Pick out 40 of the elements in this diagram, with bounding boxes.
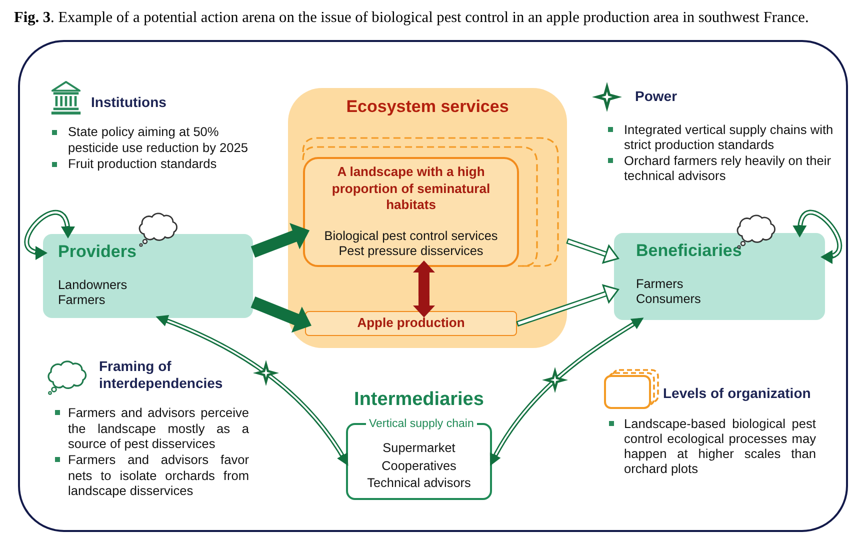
- arrow: [566, 238, 619, 264]
- node-text: Farmers: [58, 292, 106, 308]
- group-title: Ecosystem services: [346, 97, 509, 117]
- node-text: Pest pressure disservices: [338, 244, 484, 258]
- node-title: Intermediaries: [354, 388, 484, 412]
- landscape-box: [303, 157, 519, 267]
- node-title: A landscape with a high proportion of seminatural habitats: [330, 164, 492, 214]
- bullet-text: Farmers and advisors perceive the landscape mostly as a source of pest disservices: [68, 405, 249, 452]
- node-text: Supermarket: [382, 440, 456, 457]
- production-box: [305, 311, 517, 336]
- double-headed-arrow: [490, 318, 644, 466]
- node-text: Consumers: [636, 292, 701, 306]
- node-text: Biological pest control services: [324, 228, 498, 244]
- bullet-text: Fruit production standards: [68, 156, 218, 172]
- double-headed-arrow: [412, 260, 435, 318]
- note-heading: Framing of interdependencies: [99, 358, 224, 392]
- node-text: Cooperatives: [382, 458, 456, 475]
- node-title: Apple production: [357, 314, 465, 332]
- node-text: Farmers: [636, 276, 684, 292]
- actor-box: [614, 233, 825, 320]
- loop-arrow: [24, 210, 74, 259]
- bullet-text: Integrated vertical supply chains with strict production standards: [624, 122, 834, 153]
- node-text: Technical advisors: [367, 475, 471, 492]
- ecosystem-panel: [288, 88, 567, 348]
- figure-caption: Fig. 3. Example of a potential action arena on the issue of biological pest control in an apple production area in southwest France.: [14, 8, 809, 28]
- note-heading: Power: [635, 88, 678, 104]
- double-headed-arrow: [156, 315, 348, 466]
- node-title: Providers: [58, 242, 136, 262]
- box-label: Vertical supply chain: [368, 417, 475, 432]
- bullet-text: State policy aiming at 50% pesticide use reduction by 2025: [68, 124, 249, 156]
- note-heading: Levels of organization: [663, 384, 811, 402]
- bullet-text: Orchard farmers rely heavily on their technical advisors: [624, 153, 832, 184]
- node-title: Beneficiaries: [636, 241, 742, 261]
- actor-box: [43, 234, 253, 318]
- bullet-text: Landscape-based biological pest control ecological processes may happen at higher scales than orchard plots: [624, 416, 816, 476]
- bullet-text: Farmers and advisors favor nets to isolate orchards from landscape disservices: [68, 452, 249, 499]
- loop-arrow: [794, 210, 842, 263]
- arrow: [516, 284, 619, 327]
- node-text: Landowners: [58, 278, 128, 292]
- note-heading: Institutions: [91, 94, 166, 110]
